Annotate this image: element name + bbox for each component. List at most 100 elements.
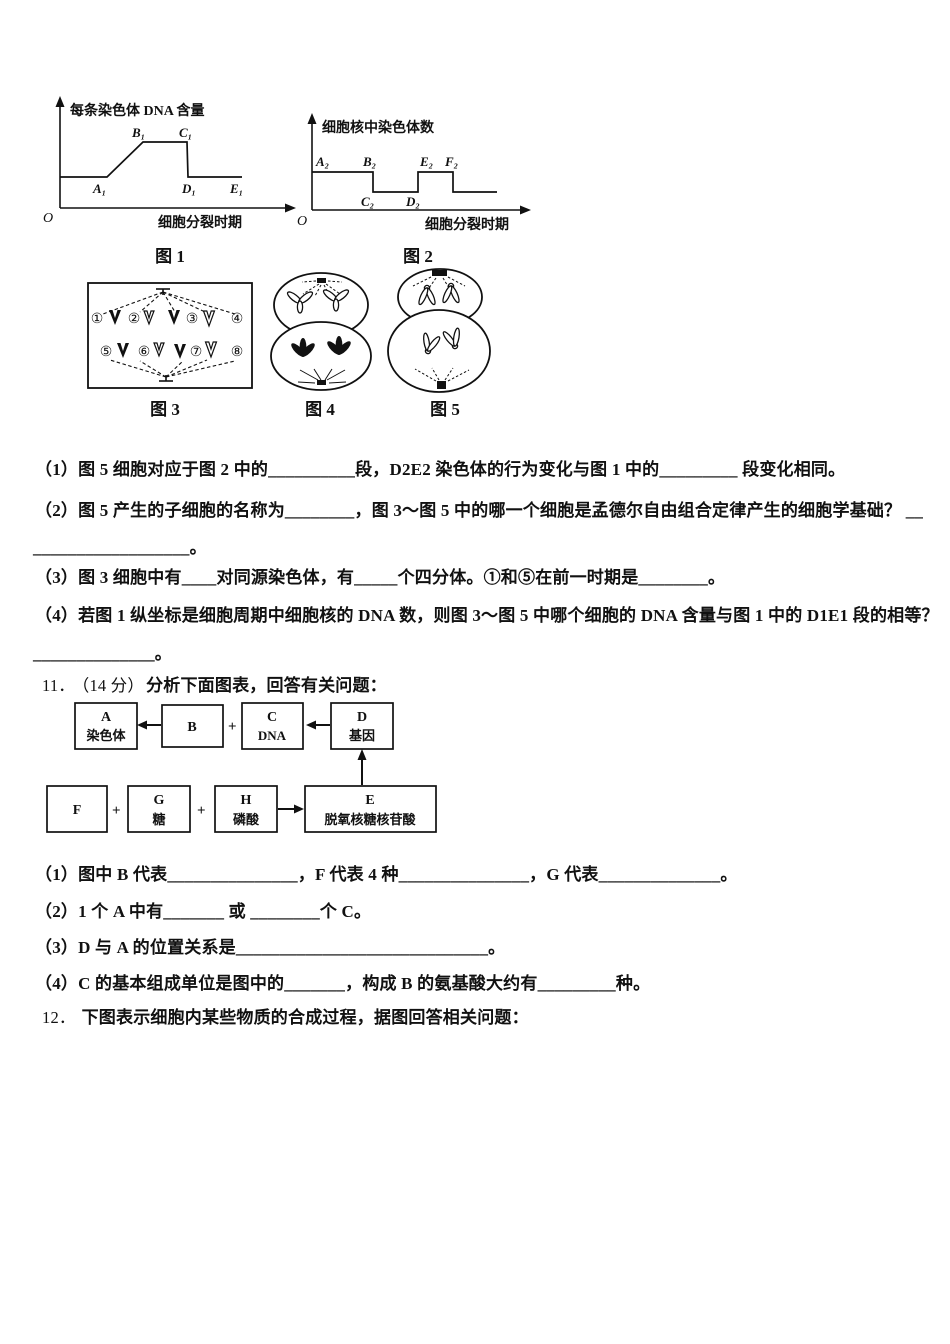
fig2-x-axis-label: 细胞分裂时期 xyxy=(425,216,509,233)
fig1-axes xyxy=(55,96,296,213)
fig5-bottom-chromosome-right xyxy=(442,327,460,350)
svg-text:②: ② xyxy=(128,312,141,327)
fig4-bottom-centriole-aster xyxy=(297,368,347,385)
fig2-caption: 图 2 xyxy=(403,247,433,266)
svg-text:染色体: 染色体 xyxy=(85,728,126,743)
q10-item-3: （3）图 3 细胞中有____对同源染色体，有_____个四分体。①和⑤在前一时… xyxy=(35,568,726,587)
fig2-chart: 细胞核中染色体数 细胞分裂时期 O A₂ B₂ C₂ D₂ E₂ F₂ xyxy=(297,113,531,233)
fig4-top-chromosome-right xyxy=(322,289,350,312)
flow-plus-2: + xyxy=(112,803,121,819)
q10-item-4-cont: ______________。 xyxy=(33,644,172,663)
fig5-top-chromosome-left xyxy=(418,284,436,306)
q12-stem: 下图表示细胞内某些物质的合成过程，据图回答相关问题： xyxy=(81,1008,529,1027)
q11-stem: 分析下面图表，回答有关问题： xyxy=(146,676,387,695)
fig3-cell-diagram: ① ② ③ ④ ⑤ ⑥ ⑦ ⑧ xyxy=(87,282,253,389)
svg-text:基因: 基因 xyxy=(348,728,375,743)
fig3-chromosomes xyxy=(109,310,218,359)
fig3-top-spindle-fibers xyxy=(102,291,236,315)
flow-arrow-b-to-a xyxy=(137,720,161,730)
q11-item-1: （1）图中 B 代表_______________，F 代表 4 种______… xyxy=(35,865,738,884)
q10-item-2-cont: __________________。 xyxy=(33,538,207,557)
fig1-y-axis-label: 每条染色体 DNA 含量 xyxy=(70,102,205,119)
flow-arrow-e-to-d xyxy=(357,749,367,785)
flow-arrow-h-to-e xyxy=(278,804,304,814)
fig4-bottom-chromosome-left xyxy=(291,338,315,357)
fig4-top-chromosome-left xyxy=(286,291,314,314)
flow-box-e xyxy=(304,785,437,833)
fig2-point-c2: C₂ xyxy=(361,194,374,209)
flow-box-texts: A 染色体 B C DNA D 基因 F G 糖 H 磷酸 E 脱氧核糖核苷酸 xyxy=(73,710,417,827)
q11-header: 11． （14 分）分析下面图表，回答有关问题： xyxy=(42,671,387,696)
q11-flowchart: + + + A 染色体 B C DNA D 基因 F G 糖 H 磷酸 E 脱氧… xyxy=(46,702,437,833)
q10-item-4: （4）若图 1 纵坐标是细胞周期中细胞核的 DNA 数，则图 3～图 5 中哪个… xyxy=(35,606,939,625)
fig5-bottom-chromosome-left xyxy=(423,332,441,355)
q11-item-4: （4）C 的基本组成单位是图中的_______，构成 B 的氨基酸大约有____… xyxy=(35,974,651,993)
fig4-cell-diagram xyxy=(270,272,372,391)
svg-text:③: ③ xyxy=(186,312,199,327)
flow-box-h xyxy=(214,785,278,833)
flow-box-g xyxy=(127,785,191,833)
fig1-point-a1: A₁ xyxy=(92,181,106,196)
svg-text:F: F xyxy=(73,803,82,818)
fig2-curve xyxy=(312,171,497,193)
q10-item-1: （1）图 5 细胞对应于图 2 中的__________段，D2E2 染色体的行… xyxy=(35,460,846,479)
svg-text:磷酸: 磷酸 xyxy=(233,812,260,827)
svg-text:G: G xyxy=(154,793,165,808)
fig5-cell-diagram xyxy=(387,268,491,393)
q10-item-2: （2）图 5 产生的子细胞的名称为________，图 3～图 5 中的哪一个细… xyxy=(35,501,924,520)
fig3-chromosome-numbers: ① ② ③ ④ ⑤ ⑥ ⑦ ⑧ xyxy=(91,312,244,360)
fig1-origin-label: O xyxy=(43,211,53,226)
svg-text:①: ① xyxy=(91,312,104,327)
flow-box-b xyxy=(161,704,224,748)
flow-plus-1: + xyxy=(228,719,237,735)
fig3-caption: 图 3 xyxy=(150,400,180,419)
flow-arrow-d-to-c xyxy=(306,720,330,730)
fig1-point-c1: C₁ xyxy=(179,125,192,140)
fig4-caption: 图 4 xyxy=(305,400,335,419)
svg-text:H: H xyxy=(241,793,252,808)
svg-text:DNA: DNA xyxy=(258,728,287,743)
fig2-y-axis-label: 细胞核中染色体数 xyxy=(322,119,435,136)
fig2-point-a2: A₂ xyxy=(315,154,329,169)
fig2-point-f2: F₂ xyxy=(444,154,458,169)
svg-text:脱氧核糖核苷酸: 脱氧核糖核苷酸 xyxy=(324,812,416,827)
fig3-bottom-spindle-pole xyxy=(159,375,173,382)
flow-box-a xyxy=(74,702,138,750)
svg-text:⑤: ⑤ xyxy=(100,345,113,360)
fig5-bottom-centriole-aster xyxy=(414,367,470,389)
fig4-bottom-chromosome-right xyxy=(327,336,351,355)
flow-plus-3: + xyxy=(197,803,206,819)
fig1-point-e1: E₁ xyxy=(229,181,243,196)
svg-text:⑦: ⑦ xyxy=(190,345,203,360)
fig5-top-chromosome-right xyxy=(442,282,460,304)
svg-text:⑥: ⑥ xyxy=(138,345,151,360)
fig1-x-axis-label: 细胞分裂时期 xyxy=(158,214,242,231)
svg-text:E: E xyxy=(365,793,374,808)
q11-item-3: （3）D 与 A 的位置关系是_________________________… xyxy=(35,938,506,957)
fig3-bottom-spindle-fibers xyxy=(109,359,236,378)
fig2-origin-label: O xyxy=(297,214,307,229)
svg-text:B: B xyxy=(187,720,196,735)
q12-header: 12． 下图表示细胞内某些物质的合成过程，据图回答相关问题： xyxy=(42,1003,529,1028)
fig5-caption: 图 5 xyxy=(430,400,460,419)
svg-text:D: D xyxy=(357,710,367,725)
svg-text:⑧: ⑧ xyxy=(231,345,244,360)
fig2-axes xyxy=(307,113,531,215)
flow-box-c xyxy=(241,702,304,750)
fig1-caption: 图 1 xyxy=(155,247,185,266)
svg-text:C: C xyxy=(267,710,277,725)
fig1-point-d1: D₁ xyxy=(181,181,196,196)
fig2-point-b2: B₂ xyxy=(362,154,376,169)
q12-number: 12． xyxy=(42,1008,76,1027)
flow-box-f xyxy=(46,785,108,833)
fig1-chart: 每条染色体 DNA 含量 细胞分裂时期 O A₁ B₁ C₁ D₁ E₁ xyxy=(43,96,296,231)
q11-number: 11． xyxy=(42,676,75,695)
q11-score: （14 分） xyxy=(81,676,145,695)
svg-text:④: ④ xyxy=(231,312,244,327)
fig1-curve xyxy=(60,141,242,178)
q11-item-2: （2）1 个 A 中有_______ 或 ________个 C。 xyxy=(35,902,372,921)
svg-text:A: A xyxy=(101,710,112,725)
fig2-point-e2: E₂ xyxy=(419,154,433,169)
svg-text:糖: 糖 xyxy=(152,812,165,827)
